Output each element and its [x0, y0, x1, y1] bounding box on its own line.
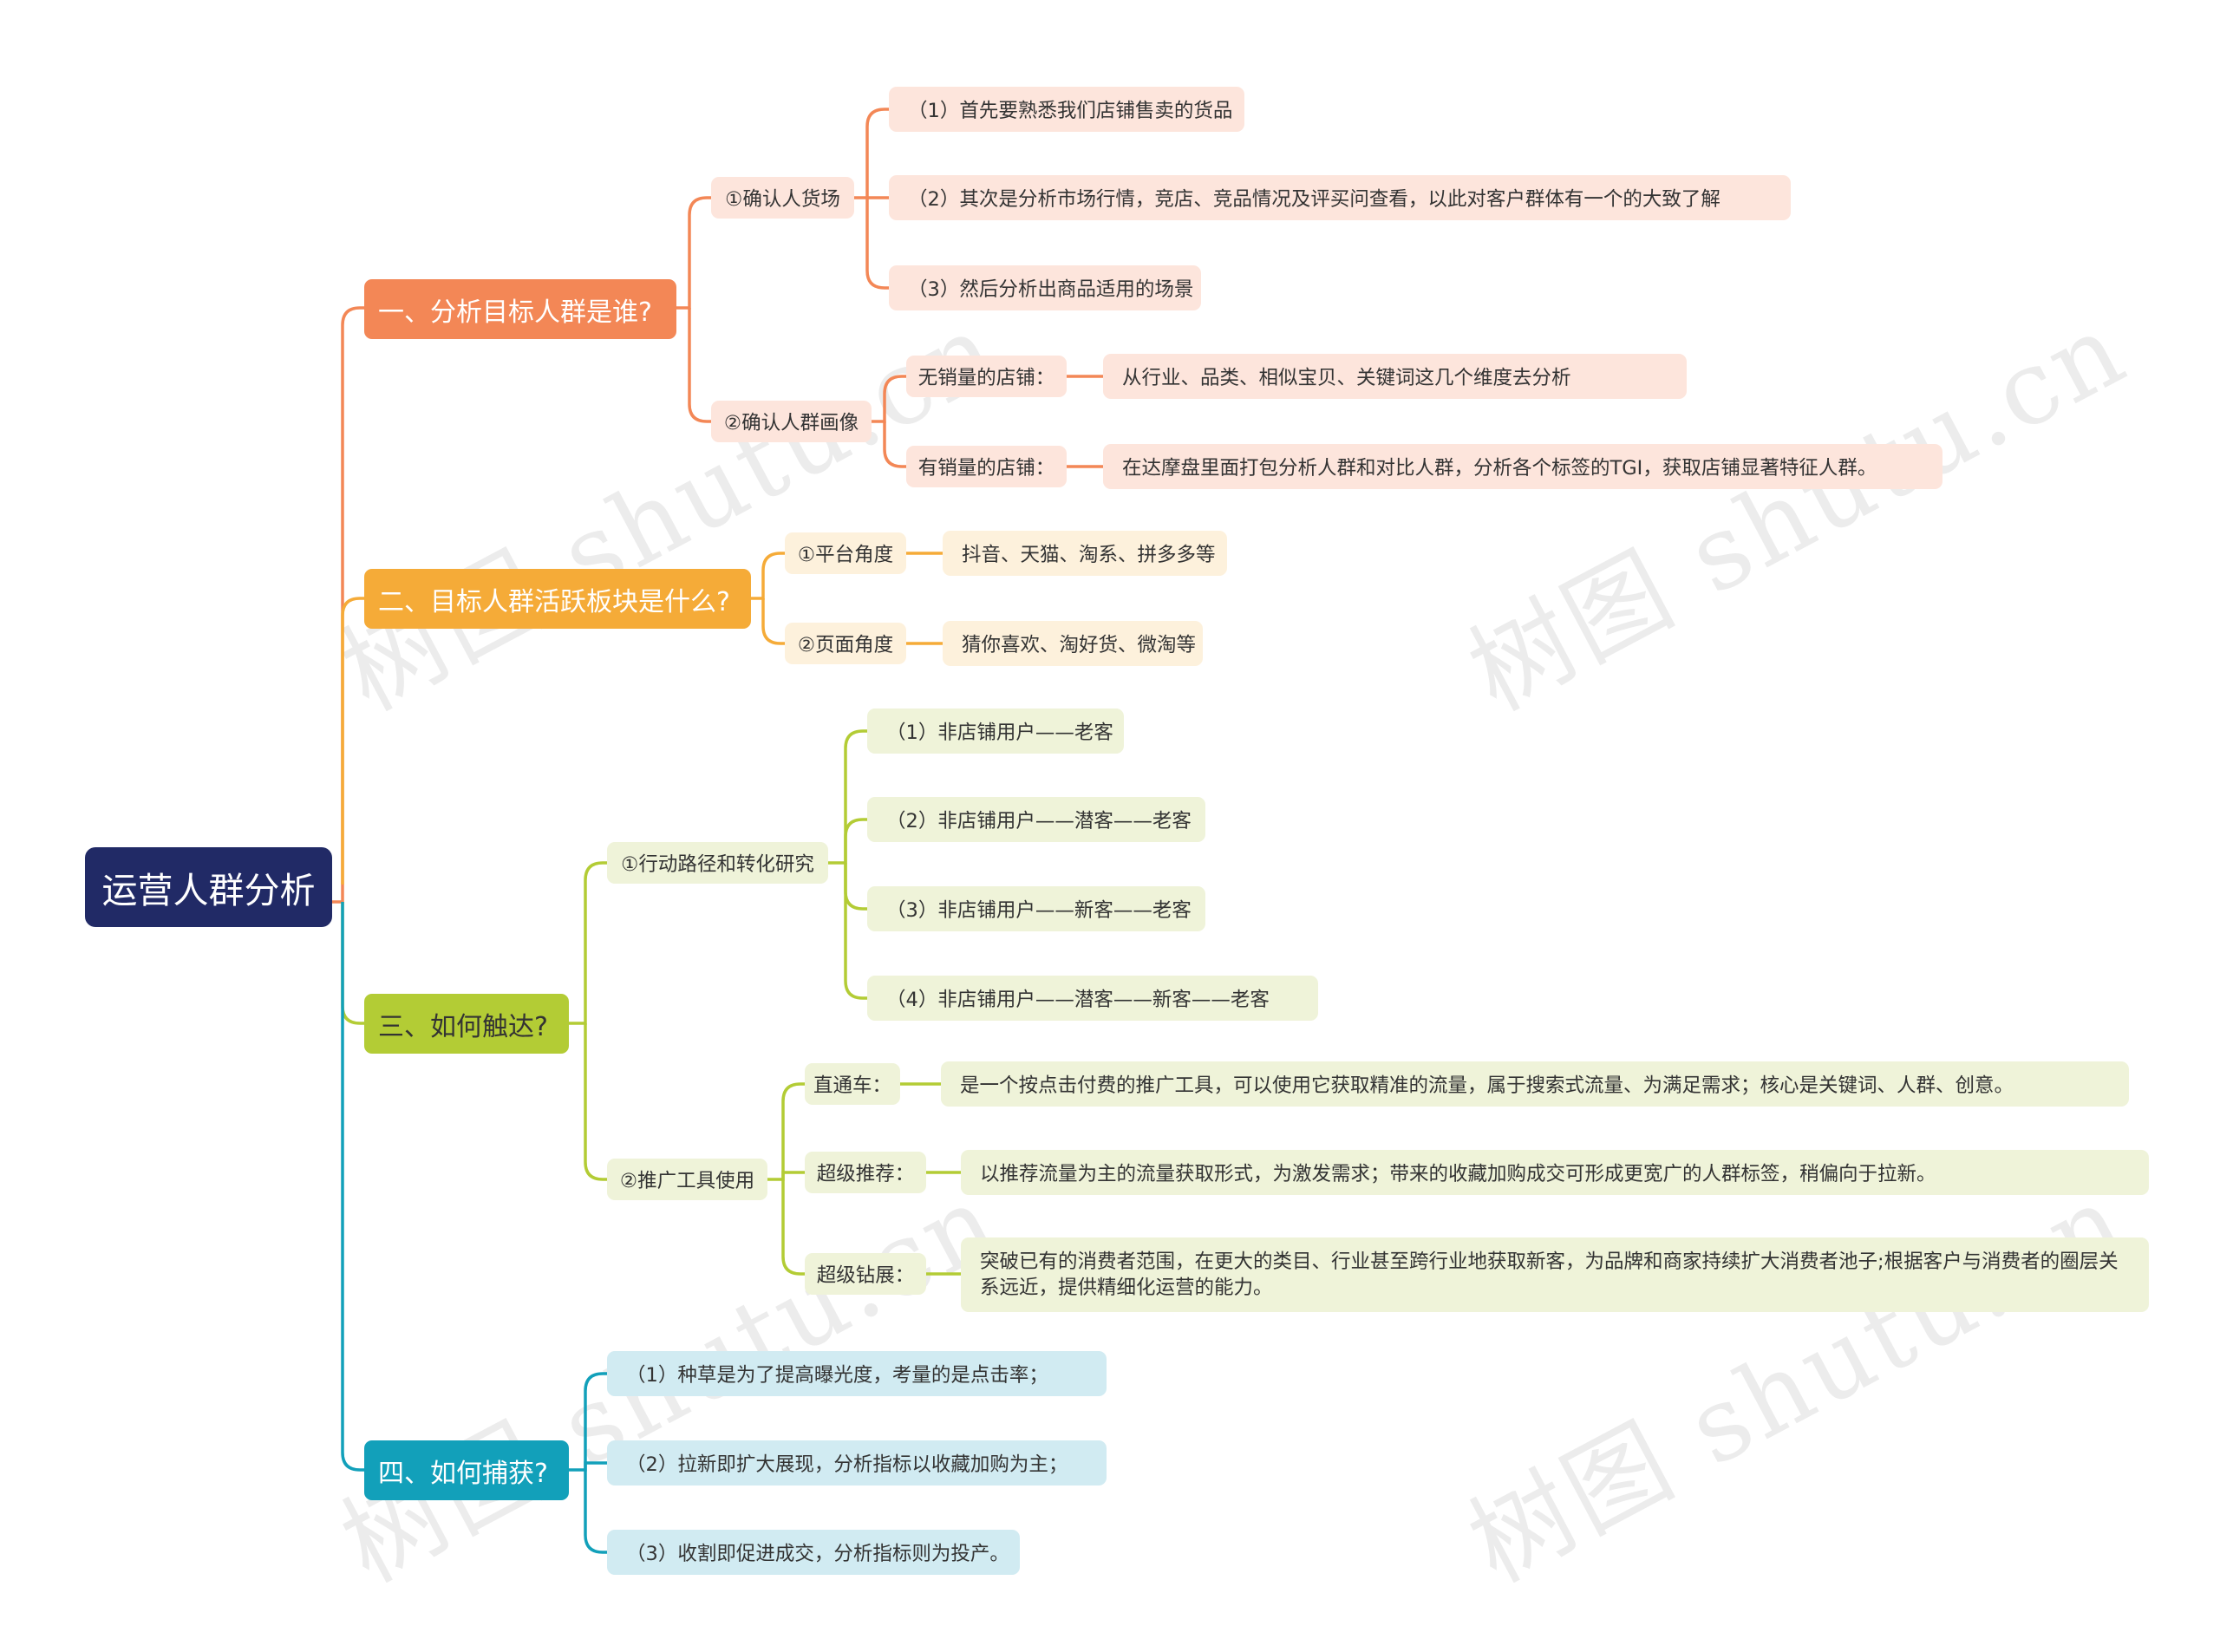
topic-promotion-tools[interactable]: ②推广工具使用: [607, 1159, 767, 1200]
connector-b3s2-k3: [781, 1179, 805, 1276]
topic-item[interactable]: （2）其次是分析市场行情，竞店、竞品情况及评买问查看，以此对客户群体有一个的大致…: [889, 175, 1791, 220]
connector-b2-k1: [751, 552, 785, 600]
connector-b3s1-i3: [844, 863, 867, 911]
topic-item[interactable]: （4）非店铺用户——潜客——新客——老客: [867, 976, 1318, 1021]
branch-active-section[interactable]: 二、目标人群活跃板块是什么?: [364, 569, 751, 629]
branch-how-to-reach[interactable]: 三、如何触达?: [364, 994, 569, 1054]
connector-b3s1-i1: [828, 729, 867, 865]
topic-page-angle[interactable]: ②页面角度: [785, 623, 906, 664]
connector-b1s1-i3: [865, 198, 889, 290]
topic-confirm-crowd-portrait[interactable]: ②确认人群画像: [711, 401, 872, 442]
topic-item[interactable]: （1）种草是为了提高曝光度，考量的是点击率；: [607, 1351, 1107, 1396]
connector-b2-k2: [761, 598, 785, 645]
connector-b4-i1: [569, 1372, 607, 1472]
connector-b3-s1: [569, 861, 607, 1025]
connector-root-b2: [341, 597, 364, 885]
topic-item[interactable]: 是一个按点击付费的推广工具，可以使用它获取精准的流量，属于搜索式流量、为满足需求…: [941, 1061, 2129, 1107]
topic-item[interactable]: （1）首先要熟悉我们店铺售卖的货品: [889, 87, 1244, 132]
topic-super-diamond[interactable]: 超级钻展：: [805, 1253, 926, 1295]
connector-root-b3: [341, 902, 364, 1025]
connector-b1s1-i1: [854, 108, 889, 199]
topic-item[interactable]: 在达摩盘里面打包分析人群和对比人群，分析各个标签的TGI，获取店铺显著特征人群。: [1103, 444, 1942, 489]
topic-item[interactable]: 抖音、天猫、淘系、拼多多等: [943, 531, 1227, 576]
branch-how-to-capture[interactable]: 四、如何捕获?: [364, 1440, 569, 1500]
topic-item[interactable]: （3）然后分析出商品适用的场景: [889, 265, 1201, 310]
topic-item[interactable]: （3）非店铺用户——新客——老客: [867, 886, 1205, 931]
connector-b1-s1: [676, 196, 711, 310]
topic-item[interactable]: 猜你喜欢、淘好货、微淘等: [943, 621, 1203, 666]
connector-b1s2-k1: [872, 375, 906, 423]
connector-b4-i3: [584, 1470, 607, 1554]
topic-confirm-people-goods-place[interactable]: ①确认人货场: [711, 177, 854, 219]
connector-b1-s2: [688, 308, 711, 423]
connector-root-b1: [332, 306, 364, 904]
topic-platform-angle[interactable]: ①平台角度: [785, 532, 906, 574]
topic-action-path[interactable]: ①行动路径和转化研究: [607, 842, 828, 884]
connector-b4-i2: [584, 1461, 607, 1470]
connector-b3s1-i2: [844, 818, 867, 863]
connector-b3s2-k2: [781, 1171, 805, 1179]
topic-no-sales-shop[interactable]: 无销量的店铺：: [906, 356, 1067, 397]
connector-b3s2-k1: [767, 1082, 805, 1181]
connector-b3-s2: [584, 1023, 607, 1181]
topic-sales-shop[interactable]: 有销量的店铺：: [906, 446, 1067, 487]
root-topic[interactable]: 运营人群分析: [85, 847, 332, 927]
connector-b3s1-i4: [844, 863, 867, 1000]
topic-item[interactable]: （1）非店铺用户——老客: [867, 708, 1124, 754]
topic-super-recommend[interactable]: 超级推荐：: [805, 1152, 926, 1193]
topic-item[interactable]: 以推荐流量为主的流量获取形式，为激发需求；带来的收藏加购成交可形成更宽广的人群标…: [961, 1150, 2149, 1195]
topic-item[interactable]: 从行业、品类、相似宝贝、关键词这几个维度去分析: [1103, 354, 1687, 399]
topic-through-train[interactable]: 直通车：: [805, 1063, 900, 1105]
topic-item[interactable]: （2）非店铺用户——潜客——老客: [867, 797, 1205, 842]
connector-b1s2-k2: [883, 421, 906, 468]
connector-root-b4: [341, 902, 364, 1472]
branch-target-crowd[interactable]: 一、分析目标人群是谁?: [364, 279, 676, 339]
topic-item[interactable]: （3）收割即促进成交，分析指标则为投产。: [607, 1530, 1020, 1575]
topic-item[interactable]: 突破已有的消费者范围，在更大的类目、行业甚至跨行业地获取新客，为品牌和商家持续扩…: [961, 1237, 2149, 1312]
topic-item[interactable]: （2）拉新即扩大展现，分析指标以收藏加购为主；: [607, 1440, 1107, 1485]
